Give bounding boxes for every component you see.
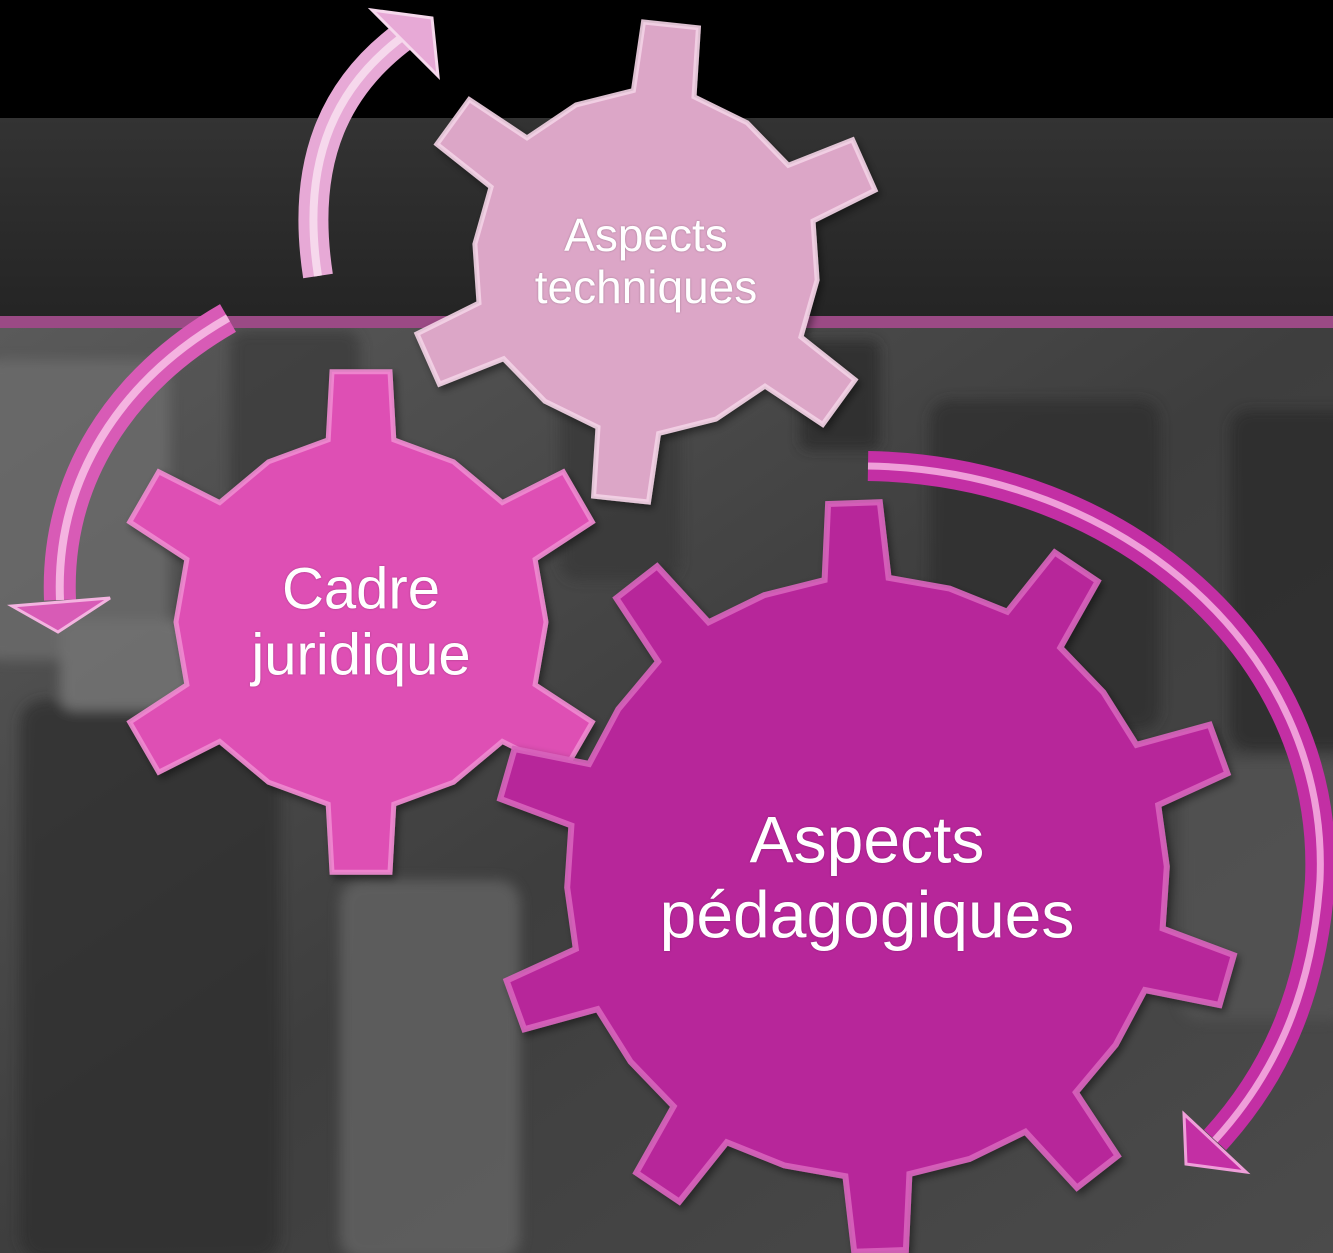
gear-pedagogiques-rim (496, 499, 1238, 1253)
arrow-right (867, 451, 1333, 1175)
gear-juridique-rim (126, 369, 596, 875)
gear-pedagogiques-body (500, 502, 1234, 1252)
arrow-left (7, 304, 236, 634)
label-aspects-techniques: Aspects techniques (534, 209, 758, 314)
gear-aspects-techniques (413, 19, 879, 505)
gear-aspects-pedagogiques (496, 499, 1238, 1253)
gear-cadre-juridique (126, 369, 596, 875)
juridique-line2: juridique (251, 622, 471, 687)
techniques-line1: Aspects (564, 209, 728, 262)
pedagogiques-line1: Aspects (749, 802, 985, 877)
gear-techniques-body (417, 22, 875, 502)
gear-juridique-body (129, 371, 593, 873)
techniques-line2: techniques (534, 261, 758, 313)
arrow-top (298, 7, 440, 279)
label-cadre-juridique: Cadre juridique (251, 556, 470, 687)
pedagogiques-line2: pédagogiques (659, 877, 1075, 951)
juridique-line1: Cadre (282, 556, 440, 622)
label-aspects-pedagogiques: Aspects pédagogiques (660, 802, 1075, 951)
gear-techniques-rim (413, 19, 879, 505)
